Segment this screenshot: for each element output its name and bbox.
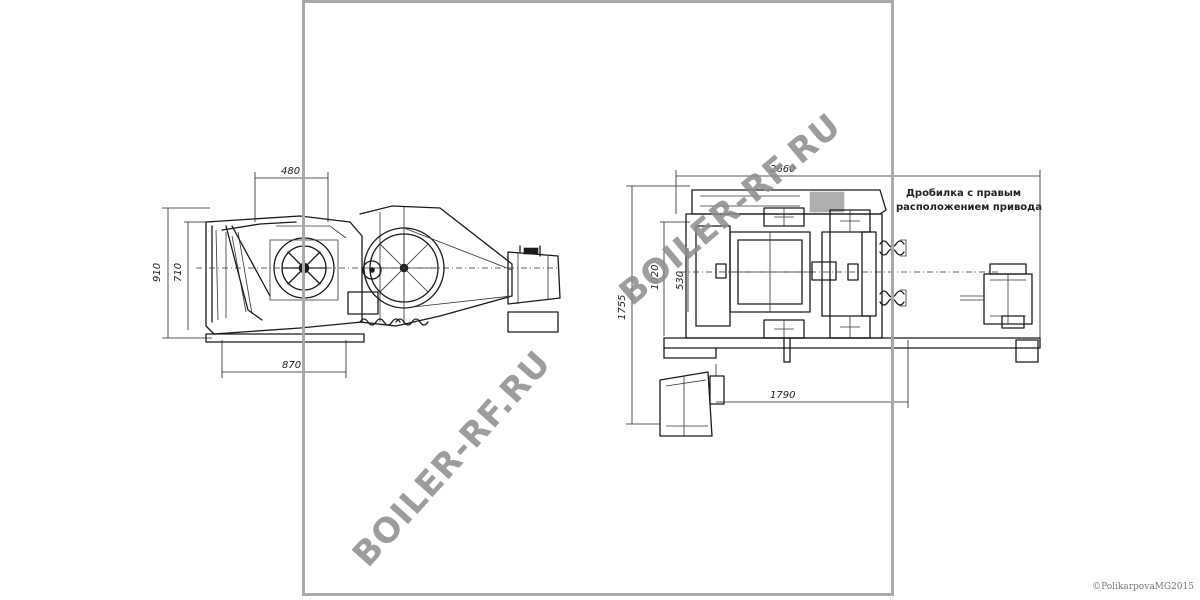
dim-inner-height-right: 1020 [650,265,661,290]
plan-view: 2660 1755 1020 530 [617,164,1042,437]
copyright-text: ©PolikarpovaMG2015 [1092,582,1194,592]
dim-height-left-outer: 910 [152,263,163,282]
dim-bottom-width-left: 870 [282,360,301,371]
dim-top-width-left: 480 [281,166,300,177]
dim-height-left-inner: 710 [173,263,184,282]
dim-opening-right: 530 [675,271,686,290]
drawing-note-line-2: расположением привода [896,202,1042,213]
side-view: 480 910 710 [152,166,561,378]
drawing-note-line-1: Дробилка с правым [906,187,1021,199]
dim-total-height-right: 1755 [617,295,628,320]
dim-bottom-width-right: 1790 [770,390,795,401]
dim-top-width-right: 2660 [770,164,795,175]
